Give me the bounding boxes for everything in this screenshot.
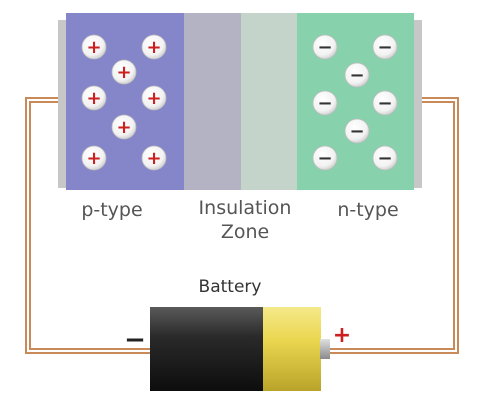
hole-charge-sign: + (86, 88, 101, 109)
insulation-label-line2: Zone (220, 221, 270, 243)
electron-charge: − (372, 90, 398, 116)
electron-charge-sign: − (317, 37, 332, 58)
electron-charge-sign: − (317, 148, 332, 169)
hole-charge-sign: + (146, 88, 161, 109)
hole-charge: + (141, 34, 167, 60)
electron-charge-sign: − (349, 121, 364, 142)
hole-charge-circle (81, 85, 107, 111)
electron-charge-circle (312, 145, 338, 171)
negative-terminal-sign: − (124, 325, 146, 355)
hole-charge-circle (141, 34, 167, 60)
hole-charge: + (141, 145, 167, 171)
left-contact (58, 20, 67, 188)
hole-charge-circle (81, 34, 107, 60)
hole-charge: + (141, 85, 167, 111)
electron-charge-circle (312, 34, 338, 60)
semiconductor-block (58, 13, 422, 190)
holes-group: + + + + + + + + (81, 34, 167, 171)
hole-charge: + (81, 34, 107, 60)
hole-charge-sign: + (116, 62, 131, 83)
electron-charge-circle (344, 62, 370, 88)
electron-charge: − (372, 145, 398, 171)
positive-terminal-sign: + (333, 323, 351, 348)
battery: − + (124, 307, 351, 391)
electron-charge: − (344, 62, 370, 88)
hole-charge-sign: + (146, 148, 161, 169)
hole-charge-sign: + (116, 117, 131, 138)
electron-charge-sign: − (377, 37, 392, 58)
battery-label: Battery (198, 277, 262, 297)
electron-charge-sign: − (377, 148, 392, 169)
electron-charge-sign: − (317, 93, 332, 114)
battery-cap (263, 307, 321, 391)
hole-charge-circle (141, 85, 167, 111)
hole-charge-circle (81, 145, 107, 171)
electron-charge-circle (372, 145, 398, 171)
circuit-wire (25, 97, 459, 354)
hole-charge: + (111, 59, 137, 85)
electron-charge-circle (344, 118, 370, 144)
electron-charge: − (372, 34, 398, 60)
p-type-label: p-type (81, 199, 143, 221)
insulation-zone-right (241, 13, 297, 190)
hole-charge-sign: + (86, 148, 101, 169)
electron-charge: − (344, 118, 370, 144)
right-contact (413, 20, 422, 188)
hole-charge: + (81, 85, 107, 111)
electron-charge-sign: − (377, 93, 392, 114)
electron-charge-sign: − (349, 65, 364, 86)
insulation-zone-label: Insulation Zone (185, 196, 305, 244)
hole-charge-sign: + (86, 37, 101, 58)
electrons-group: −−−−−−−− (312, 34, 398, 171)
hole-charge-circle (141, 145, 167, 171)
electron-charge: − (312, 34, 338, 60)
hole-charge: + (81, 145, 107, 171)
insulation-zone-left (184, 13, 241, 190)
electron-charge-circle (372, 90, 398, 116)
battery-body (150, 307, 264, 391)
hole-charge-sign: + (146, 37, 161, 58)
electron-charge-circle (312, 90, 338, 116)
n-type-label: n-type (337, 199, 399, 221)
hole-charge-circle (111, 59, 137, 85)
hole-charge: + (111, 114, 137, 140)
hole-charge-circle (111, 114, 137, 140)
electron-charge: − (312, 145, 338, 171)
insulation-label-line1: Insulation (198, 197, 292, 219)
electron-charge-circle (372, 34, 398, 60)
battery-terminal (320, 339, 330, 359)
electron-charge: − (312, 90, 338, 116)
